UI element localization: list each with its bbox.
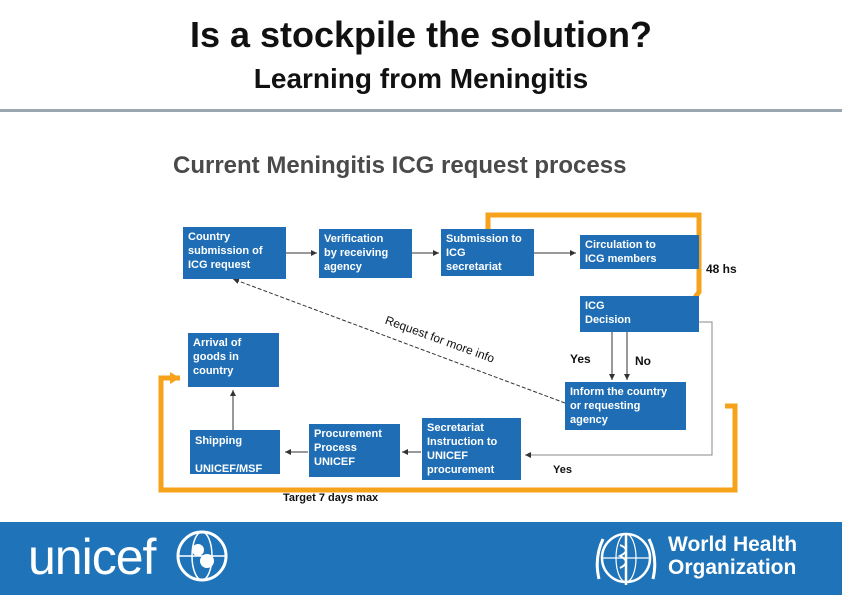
diagram-title: Current Meningitis ICG request process <box>173 152 627 179</box>
slide-subtitle: Learning from Meningitis <box>253 63 589 94</box>
slide-title: Is a stockpile the solution? <box>189 14 653 55</box>
who-organization-name: World Health Organization <box>668 533 798 579</box>
box-icg-decision: ICG Decision <box>580 296 699 332</box>
box-inform-country: Inform the country or requesting agency <box>565 382 686 430</box>
unicef-emblem-icon <box>176 530 228 582</box>
box-country-submission: Country submission of ICG request <box>183 227 286 279</box>
footer-bar <box>0 522 842 595</box>
arrow-request-more-info <box>232 278 566 404</box>
label-no-decision: No <box>635 354 651 368</box>
label-yes-decision: Yes <box>570 352 591 366</box>
box-secretariat-instruction: Secretariat Instruction to UNICEF procur… <box>422 418 521 480</box>
box-submission-secretariat: Submission to ICG secretariat <box>441 229 534 276</box>
label-48hs: 48 hs <box>706 262 737 276</box>
label-yes-bottom: Yes <box>553 464 572 476</box>
box-arrival: Arrival of goods in country <box>188 333 279 387</box>
box-shipping: Shipping UNICEF/MSF <box>190 430 280 475</box>
unicef-logo-text: unicef <box>28 529 156 585</box>
box-procurement: Procurement Process UNICEF <box>309 424 400 477</box>
label-target: Target 7 days max <box>283 492 379 504</box>
box-circulation: Circulation to ICG members <box>580 235 699 269</box>
arrow-yes-to-secretariat <box>525 321 713 458</box>
header-divider <box>0 109 842 112</box>
who-emblem-icon <box>595 532 657 585</box>
orange-arrow-target <box>158 372 738 493</box>
box-verification: Verification by receiving agency <box>319 229 412 278</box>
